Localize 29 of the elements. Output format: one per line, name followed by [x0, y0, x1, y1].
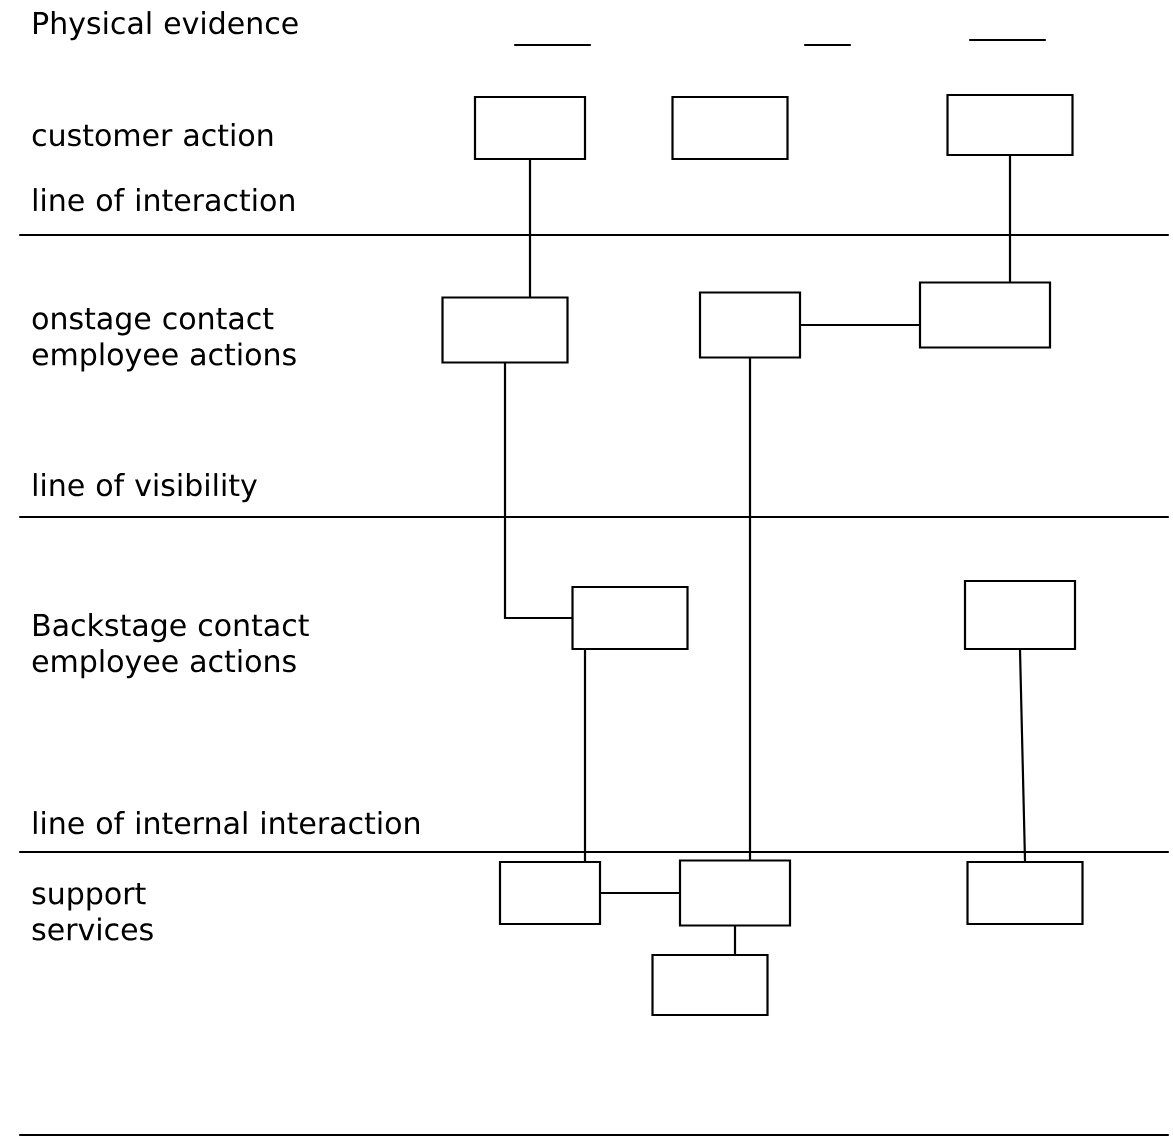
connector-line [733, 925, 737, 955]
process-box [498, 860, 602, 926]
connector-line [1008, 155, 1012, 283]
connector-line [800, 323, 920, 327]
process-box [918, 281, 1052, 349]
lane-label: line of internal interaction [33, 811, 419, 835]
lane-label: onstage contact employee actions [32, 308, 296, 372]
connector-line [1018, 649, 1027, 862]
lane-label: Physical evidence [34, 11, 298, 41]
lane-label: line of interaction [33, 188, 294, 212]
connector-line [748, 357, 752, 861]
lane-label: line of visibility [33, 473, 257, 503]
connector-line [528, 159, 532, 298]
process-box [651, 953, 769, 1017]
process-box [698, 291, 802, 359]
process-box [678, 859, 792, 927]
process-box [441, 296, 569, 364]
process-box [946, 93, 1074, 157]
lane-label: support services [32, 883, 153, 941]
process-box [473, 95, 587, 161]
process-box [671, 95, 789, 161]
process-box [571, 585, 689, 651]
process-box [966, 860, 1084, 926]
process-box [963, 579, 1077, 651]
lane-label: customer action [32, 123, 273, 147]
connector-line [503, 362, 573, 620]
connector-line [583, 649, 587, 862]
lane-label: Backstage contact employee actions [32, 613, 309, 679]
connector-line [600, 891, 680, 895]
